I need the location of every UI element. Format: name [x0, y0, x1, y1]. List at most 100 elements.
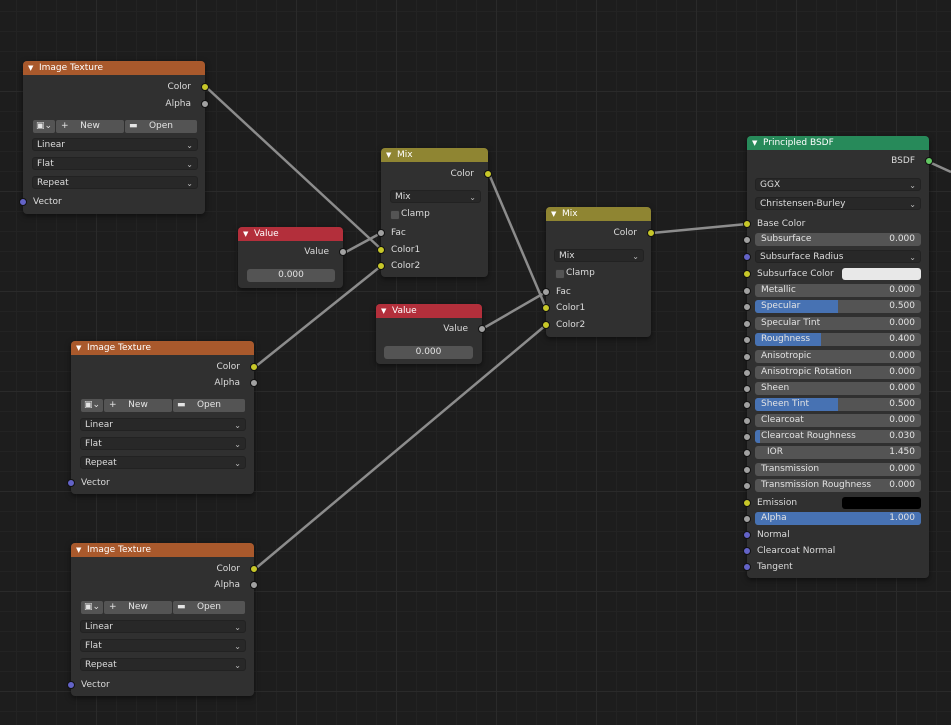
subsurface-color-input-socket[interactable]: [743, 270, 751, 278]
field-input-socket[interactable]: [743, 287, 751, 295]
collapse-triangle-icon[interactable]: ▼: [551, 210, 557, 218]
new-image-button[interactable]: +New: [104, 601, 172, 614]
value-node-2[interactable]: ▼Value Value 0.000: [376, 304, 486, 364]
normal-input-socket[interactable]: [743, 531, 751, 539]
interpolation-dropdown[interactable]: Linear⌄: [80, 620, 246, 633]
value-output-socket[interactable]: [478, 325, 486, 333]
color1-input-socket[interactable]: [542, 304, 550, 312]
fac-input-socket[interactable]: [542, 288, 550, 296]
node-header[interactable]: ▼Image Texture: [23, 61, 205, 75]
projection-dropdown[interactable]: Flat⌄: [80, 437, 246, 450]
subsurface-radius-dropdown[interactable]: Subsurface Radius⌄: [755, 250, 921, 263]
emission-input-socket[interactable]: [743, 499, 751, 507]
field-input-socket[interactable]: [743, 303, 751, 311]
color1-input-socket[interactable]: [377, 246, 385, 254]
field-input-socket[interactable]: [743, 369, 751, 377]
alpha-output-socket[interactable]: [250, 379, 258, 387]
base-color-input-socket[interactable]: [743, 220, 751, 228]
distribution-dropdown[interactable]: GGX⌄: [755, 178, 921, 191]
collapse-triangle-icon[interactable]: ▼: [386, 151, 392, 159]
fac-input-socket[interactable]: [377, 229, 385, 237]
subsurface-color-swatch[interactable]: [842, 268, 921, 280]
subsurface-input-socket[interactable]: [743, 236, 751, 244]
color-output-socket[interactable]: [201, 83, 209, 91]
color2-input-socket[interactable]: [377, 262, 385, 270]
open-image-button[interactable]: ▬Open: [173, 399, 245, 412]
collapse-triangle-icon[interactable]: ▼: [381, 307, 387, 315]
collapse-triangle-icon[interactable]: ▼: [76, 546, 82, 554]
field-input-socket[interactable]: [743, 336, 751, 344]
node-header[interactable]: ▼Image Texture: [71, 543, 254, 557]
alpha-input-socket[interactable]: [743, 515, 751, 523]
extension-dropdown[interactable]: Repeat⌄: [80, 658, 246, 671]
node-header[interactable]: ▼Mix: [381, 148, 488, 162]
field-input-socket[interactable]: [743, 385, 751, 393]
field-input-socket[interactable]: [743, 353, 751, 361]
value-field[interactable]: 0.000: [247, 269, 335, 282]
field-input-socket[interactable]: [743, 320, 751, 328]
color-output-socket[interactable]: [250, 363, 258, 371]
field-input-socket[interactable]: [743, 482, 751, 490]
node-header[interactable]: ▼Principled BSDF: [747, 136, 929, 150]
collapse-triangle-icon[interactable]: ▼: [752, 139, 758, 147]
image-browse-button[interactable]: ▣⌄: [33, 120, 55, 133]
new-image-button[interactable]: +New: [56, 120, 124, 133]
projection-dropdown[interactable]: Flat⌄: [80, 639, 246, 652]
collapse-triangle-icon[interactable]: ▼: [28, 64, 34, 72]
node-header[interactable]: ▼Image Texture: [71, 341, 254, 355]
projection-dropdown[interactable]: Flat⌄: [32, 157, 198, 170]
clamp-checkbox[interactable]: [390, 210, 400, 220]
node-header[interactable]: ▼Value: [376, 304, 482, 318]
color-output-socket[interactable]: [484, 170, 492, 178]
value-output-socket[interactable]: [339, 248, 347, 256]
subsurface-radius-input-socket[interactable]: [743, 253, 751, 261]
field-input-socket[interactable]: [743, 433, 751, 441]
alpha-output-socket[interactable]: [250, 581, 258, 589]
blend-type-dropdown[interactable]: Mix⌄: [554, 249, 644, 262]
value-field[interactable]: 0.000: [384, 346, 473, 359]
field-input-socket[interactable]: [743, 417, 751, 425]
image-browse-button[interactable]: ▣⌄: [81, 399, 103, 412]
node-header[interactable]: ▼Value: [238, 227, 343, 241]
color-output-socket[interactable]: [647, 229, 655, 237]
alpha-output-socket[interactable]: [201, 100, 209, 108]
blend-type-dropdown[interactable]: Mix⌄: [390, 190, 481, 203]
clearcoat-normal-input-socket[interactable]: [743, 547, 751, 555]
vector-input-socket[interactable]: [67, 681, 75, 689]
clamp-checkbox[interactable]: [555, 269, 565, 279]
open-image-button[interactable]: ▬Open: [125, 120, 197, 133]
color2-input-socket[interactable]: [542, 321, 550, 329]
color-output-socket[interactable]: [250, 565, 258, 573]
image-texture-node-3[interactable]: ▼Image Texture Color Alpha ▣⌄ +New ▬Open…: [67, 543, 258, 696]
interpolation-dropdown[interactable]: Linear⌄: [80, 418, 246, 431]
collapse-triangle-icon[interactable]: ▼: [243, 230, 249, 238]
extension-dropdown[interactable]: Repeat⌄: [32, 176, 198, 189]
field-input-socket[interactable]: [743, 466, 751, 474]
new-image-button[interactable]: +New: [104, 399, 172, 412]
node-header[interactable]: ▼Mix: [546, 207, 651, 221]
field-input-socket[interactable]: [743, 449, 751, 457]
image-texture-node-2[interactable]: ▼Image Texture Color Alpha ▣⌄ +New ▬Open…: [67, 341, 258, 494]
subsurface-method-dropdown[interactable]: Christensen-Burley⌄: [755, 197, 921, 210]
mix-node-2[interactable]: ▼Mix Color Mix⌄ Clamp Fac Color1 Color2: [542, 207, 655, 337]
collapse-triangle-icon[interactable]: ▼: [76, 344, 82, 352]
value-node-1[interactable]: ▼Value Value 0.000: [238, 227, 347, 288]
extension-dropdown[interactable]: Repeat⌄: [80, 456, 246, 469]
bsdf-output-socket[interactable]: [925, 157, 933, 165]
open-image-button[interactable]: ▬Open: [173, 601, 245, 614]
image-texture-node-1[interactable]: ▼Image Texture Color Alpha ▣⌄ +New ▬Open…: [19, 61, 209, 214]
tangent-input-socket[interactable]: [743, 563, 751, 571]
emission-color-swatch[interactable]: [842, 497, 921, 509]
